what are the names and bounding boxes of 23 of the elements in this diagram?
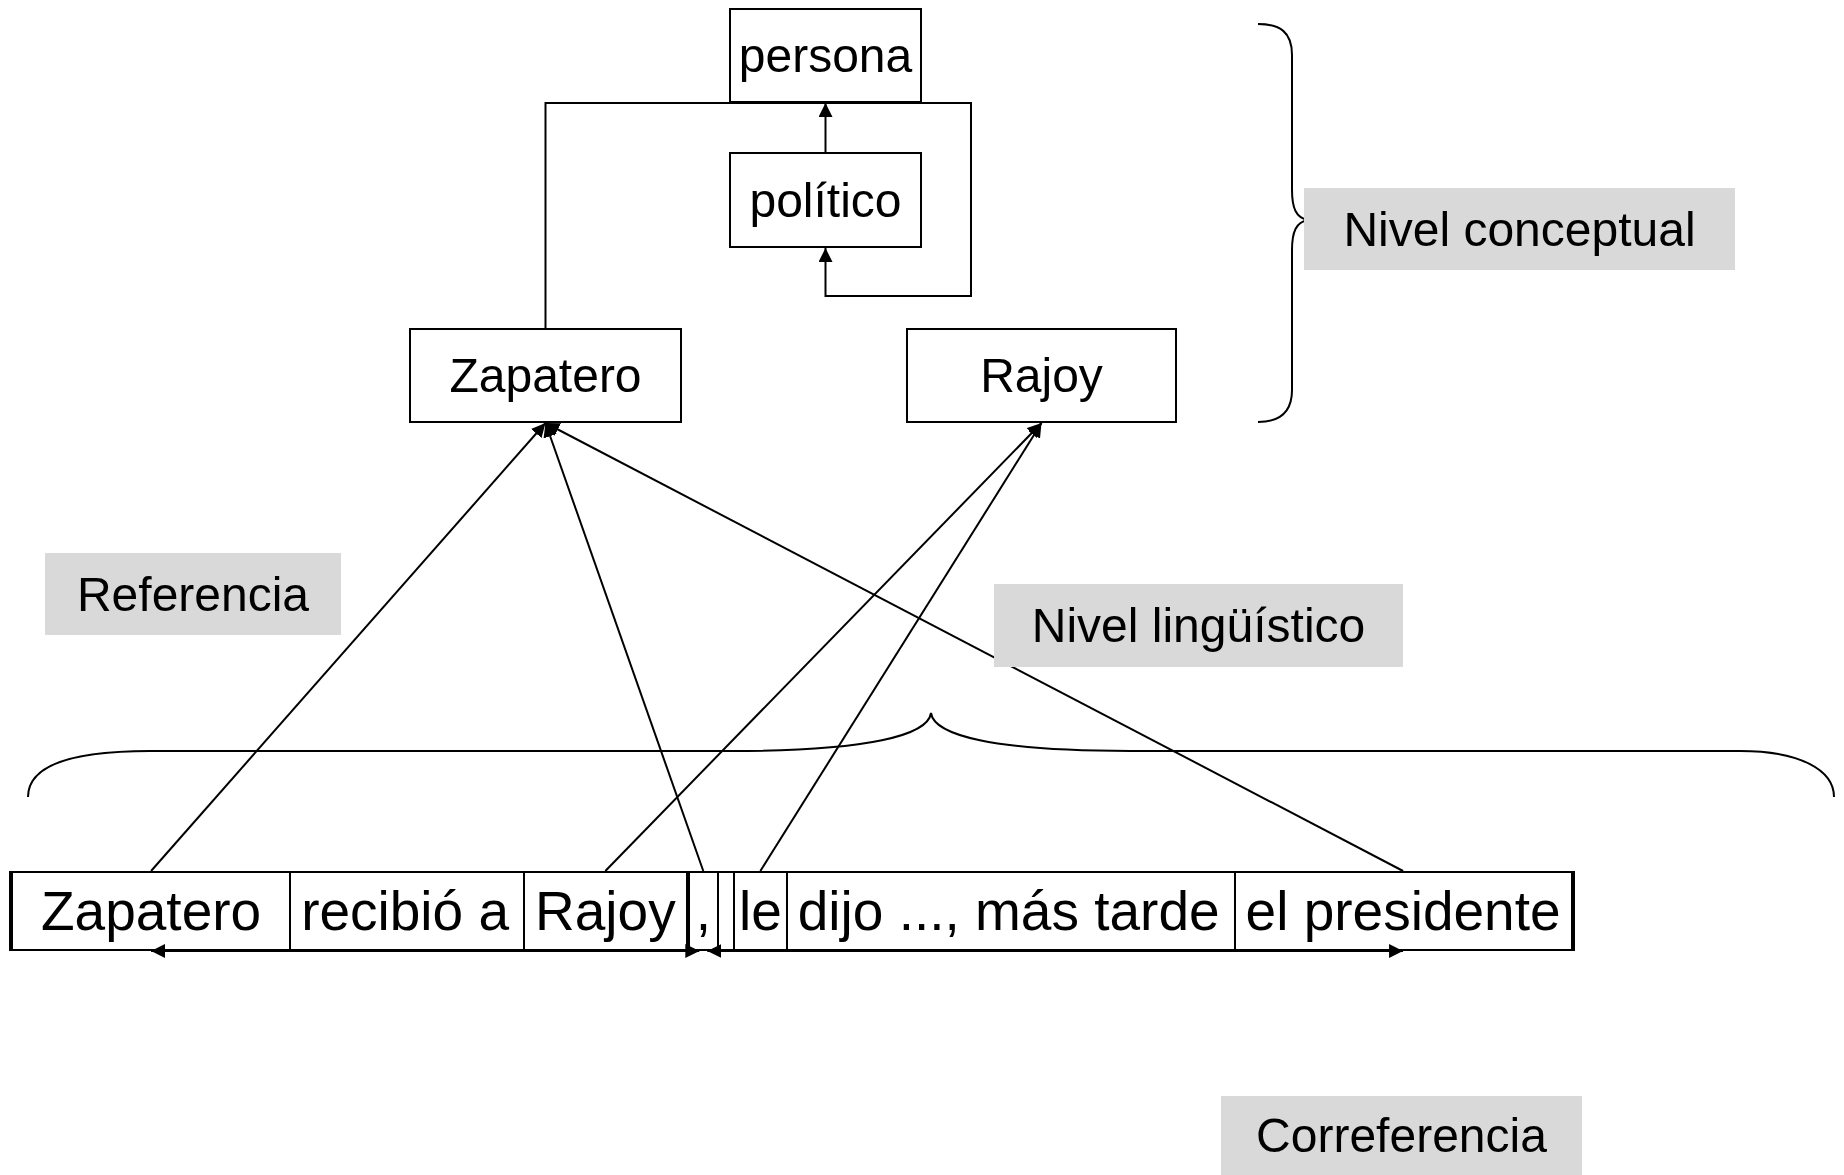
label-box: Correferencia — [1221, 1096, 1582, 1175]
sentence-text: dijo ..., más tarde — [796, 879, 1221, 944]
mention-box: Rajoy — [523, 871, 688, 951]
label-box: Nivel conceptual — [1304, 188, 1735, 270]
mention-box: el presidente — [1233, 871, 1573, 951]
label-box: Referencia — [45, 553, 341, 635]
mention-box: Zapatero — [11, 871, 292, 951]
arrow — [150, 944, 701, 958]
sentence-text: recibió a — [300, 879, 511, 944]
arrow — [706, 944, 1405, 958]
arrow — [544, 422, 1405, 872]
arrow — [818, 102, 833, 153]
arrow — [759, 422, 1043, 872]
sentence-box — [9, 871, 1575, 951]
concept-box: persona — [729, 8, 922, 103]
arrow — [544, 102, 972, 329]
concept-box: Rajoy — [906, 328, 1177, 423]
concept-box: político — [729, 152, 922, 248]
concept-box: Zapatero — [409, 328, 682, 423]
label-box: Nivel lingüístico — [994, 584, 1403, 667]
arrow — [543, 422, 705, 872]
arrow — [150, 422, 547, 872]
mention-box: le — [732, 871, 788, 951]
